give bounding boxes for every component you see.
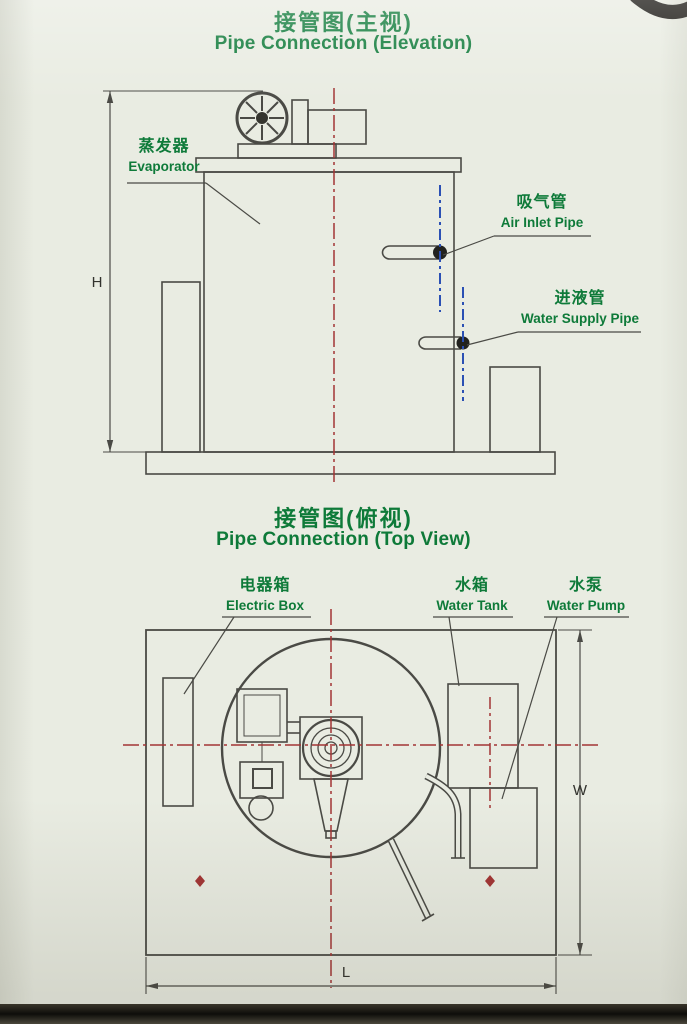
water-pump (469, 787, 538, 869)
water-supply-label-zh: 进液管 (554, 290, 606, 307)
air-inlet-pipe (381, 245, 447, 260)
dimension-w-label: W (572, 782, 588, 799)
dimension-h-label: H (91, 274, 103, 291)
photo-bottom-edge (0, 1004, 687, 1024)
motor-mount-plate (237, 143, 337, 159)
water-pump-label-en: Water Pump (546, 597, 626, 613)
callout-water-supply: 进液管 Water Supply Pipe (510, 289, 650, 327)
dimension-l-lines (145, 957, 557, 994)
elevation-leader-lines (127, 182, 641, 346)
callout-water-pump: 水泵 Water Pump (540, 576, 632, 614)
callout-water-tank: 水箱 Water Tank (428, 576, 516, 614)
electric-box-label-en: Electric Box (225, 597, 305, 613)
anchor-marker-left (195, 875, 205, 887)
callout-air-inlet: 吸气管 Air Inlet Pipe (488, 193, 596, 231)
callout-electric-box: 电器箱 Electric Box (216, 576, 314, 614)
evaporator-label-en: Evaporator (128, 158, 200, 174)
callout-evaporator: 蒸发器 Evaporator (112, 137, 216, 175)
drive-assembly (236, 688, 300, 821)
water-supply-flange (456, 336, 470, 350)
elevation-view (103, 90, 641, 475)
anchor-marker-right (485, 875, 495, 887)
arrow-down-icon (106, 440, 114, 452)
top-view-frame (145, 629, 557, 956)
water-tank-label-en: Water Tank (436, 597, 508, 613)
top-view-title-zh: 接管图(俯视) (274, 506, 413, 531)
support-leg (161, 281, 201, 453)
fan-icon (235, 91, 289, 145)
water-supply-pipe (418, 336, 470, 350)
water-supply-label-en: Water Supply Pipe (520, 310, 640, 326)
elevation-title-zh: 接管图(主视) (274, 10, 413, 35)
motor-coupling (291, 99, 309, 145)
water-tank-label-zh: 水箱 (454, 577, 489, 594)
top-view-leader-lines (183, 616, 629, 800)
electric-box (162, 677, 194, 807)
evaporator-body (203, 171, 455, 453)
water-tank (447, 683, 519, 789)
dimension-l-label: L (341, 964, 351, 981)
page-corner-print-fragment (630, 0, 687, 19)
funnel (313, 778, 349, 832)
evaporator-label-zh: 蒸发器 (138, 138, 190, 155)
base-plate (145, 451, 556, 475)
dimension-h-lines (103, 90, 263, 453)
water-pump-label-zh: 水泵 (568, 577, 603, 594)
pump-pipe (424, 772, 465, 859)
motor-body (307, 109, 367, 145)
evaporator-top-plate (195, 157, 462, 173)
air-inlet-label-en: Air Inlet Pipe (500, 214, 584, 230)
elevation-title-en: Pipe Connection (Elevation) (214, 33, 473, 54)
air-inlet-label-zh: 吸气管 (516, 194, 568, 211)
electric-box-label-zh: 电器箱 (239, 577, 291, 594)
side-tank-box (489, 366, 541, 453)
top-view-title-en: Pipe Connection (Top View) (216, 529, 471, 550)
drain-pipe (387, 838, 435, 922)
arrow-up-icon (106, 91, 114, 103)
dimension-w-lines (558, 629, 592, 956)
top-view (145, 616, 629, 994)
